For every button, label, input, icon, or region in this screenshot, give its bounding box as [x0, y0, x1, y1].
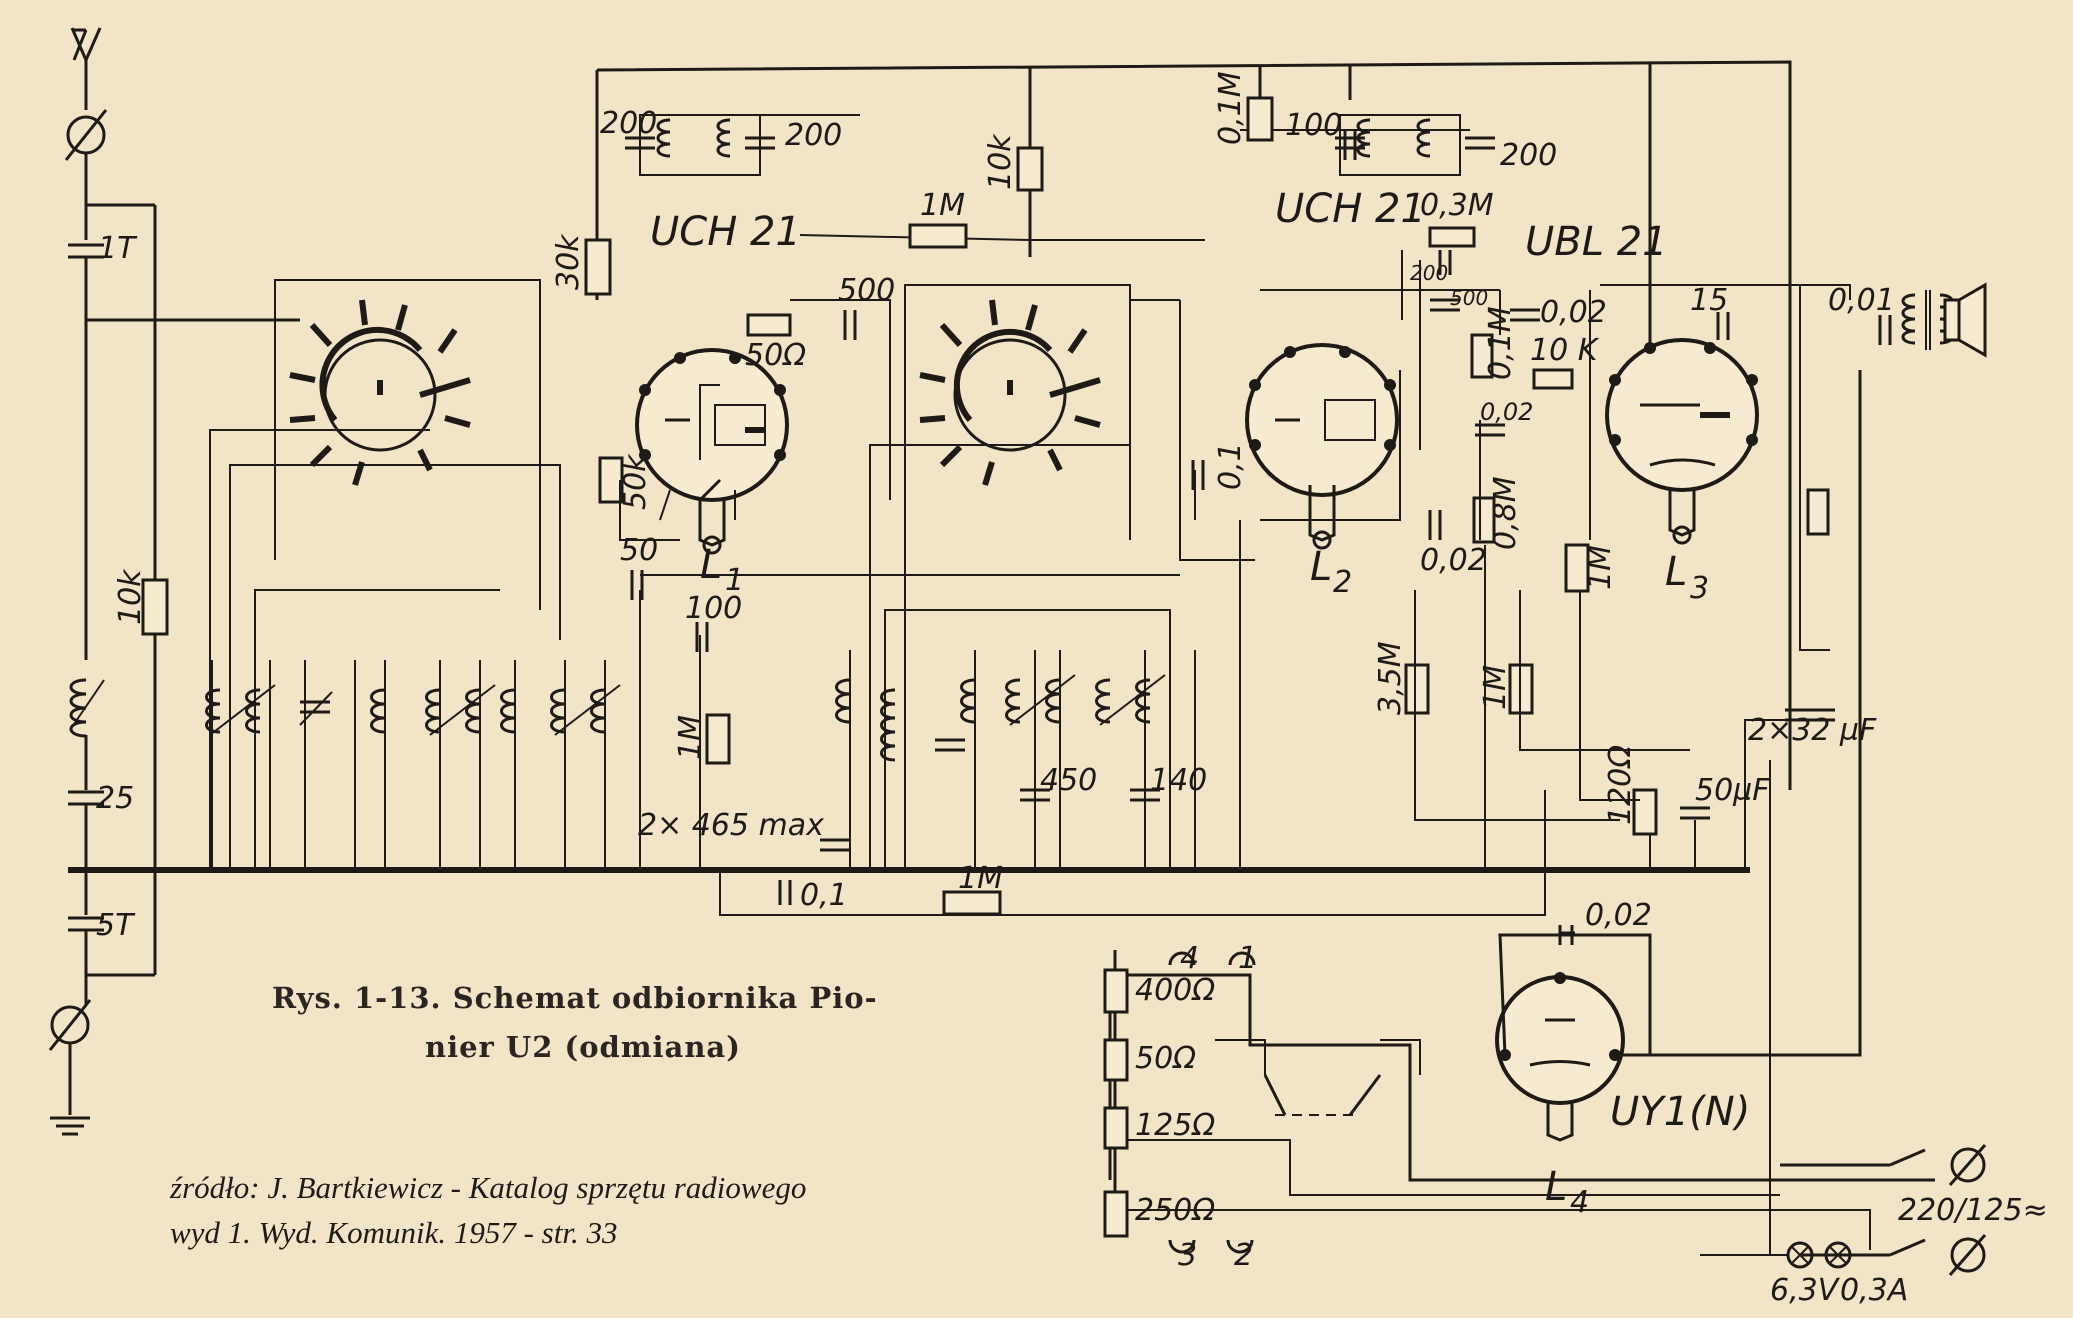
signal-wiring — [619, 250, 1790, 916]
mains-terminal-2 — [1950, 1237, 1986, 1273]
svg-text:3: 3 — [1690, 571, 1709, 606]
resistors — [584, 96, 1892, 916]
ground-icon — [50, 1116, 90, 1136]
label-c-1t: 1T — [98, 231, 138, 266]
label-r-01m-b: 0,1M — [1483, 306, 1518, 380]
label-c-50: 50 — [620, 533, 658, 568]
label-r-01m: 0,1M — [1213, 71, 1248, 145]
label-c-002-c: 0,02 — [1420, 543, 1487, 578]
label-tap-4: 4 — [1180, 941, 1199, 976]
label-c-2x32uf: 2×32 µF — [1748, 713, 1877, 748]
mains-terminal-1 — [1950, 1147, 1986, 1183]
label-tap-1: 1 — [1238, 941, 1257, 976]
label-r-1m-right: 1M — [1478, 665, 1513, 710]
label-c-200-small: 200 — [1410, 261, 1448, 285]
label-r-125: 125Ω — [1135, 1108, 1215, 1143]
label-r-10k-b: 10 K — [1530, 333, 1600, 368]
tube-label-uch21-a: UCH 21 — [650, 209, 801, 255]
label-r-35m: 3,5M — [1373, 641, 1408, 715]
source-line-1: źródło: J. Bartkiewicz - Katalog sprzętu… — [169, 1170, 806, 1205]
component-labels: Y 1T 25 5T 10k 200 200 30k 10k 1M 50Ω 50… — [96, 71, 2048, 1308]
label-r-50k: 50k — [618, 453, 653, 510]
label-c-002-a: 0,02 — [1540, 295, 1607, 330]
figure-caption: Rys. 1-13. Schemat odbiornika Pio- nier … — [272, 981, 878, 1064]
label-r-1m-mid: 1M — [673, 715, 708, 760]
label-c-5t: 5T — [96, 908, 136, 943]
antenna-section — [48, 27, 300, 1136]
tube-ubl21-l3: UBL 21 L 3 — [1525, 219, 1759, 606]
label-c-200-a: 200 — [600, 106, 657, 141]
label-r-120ohm: 120Ω — [1603, 745, 1638, 825]
caption-line-1: Rys. 1-13. Schemat odbiornika Pio- — [272, 981, 878, 1015]
label-c-200-c: 200 — [1500, 138, 1557, 173]
label-r-1m-top: 1M — [920, 188, 965, 223]
label-c-200-b: 200 — [785, 118, 842, 153]
label-lamp-a: 0,3A — [1840, 1273, 1908, 1308]
label-r-10k-antenna: 10k — [113, 568, 148, 625]
svg-text:4: 4 — [1570, 1185, 1589, 1220]
label-tap-2: 2 — [1234, 1238, 1253, 1273]
label-r-1m-l3: 1M — [1583, 545, 1618, 590]
label-c-100-top: 100 — [1285, 108, 1342, 143]
label-c-100-mid: 100 — [685, 591, 742, 626]
label-r-1m-bot: 1M — [958, 861, 1003, 896]
label-c-01-mid: 0,1 — [1213, 442, 1248, 490]
tube-uch21-l2: UCH 21 L 2 — [1245, 186, 1426, 600]
label-c-140: 140 — [1150, 763, 1207, 798]
label-c-01-bot: 0,1 — [800, 878, 848, 913]
label-r-10k-top: 10k — [983, 133, 1018, 190]
label-r-250: 250Ω — [1135, 1193, 1215, 1228]
svg-text:2: 2 — [1333, 565, 1352, 600]
label-r-30k: 30k — [551, 233, 586, 290]
if-coil-bank — [820, 650, 1196, 870]
label-lamp-v: 6,3V — [1770, 1273, 1841, 1308]
label-c-50uf: 50µF — [1695, 773, 1770, 808]
tube-label-l3: L — [1665, 549, 1687, 595]
tube-label-l2: L — [1310, 544, 1332, 590]
source-line-2: wyd 1. Wyd. Komunik. 1957 - str. 33 — [170, 1215, 618, 1250]
if-transformer-1 — [625, 114, 775, 176]
label-c-25: 25 — [96, 781, 134, 816]
label-tap-3: 3 — [1178, 1238, 1197, 1273]
label-r-50ohm: 50Ω — [745, 338, 806, 373]
speaker-icon — [1943, 282, 1987, 358]
mains-inputs — [1700, 760, 1987, 1276]
tube-uy1n-l4: UY1(N) L 4 — [1495, 972, 1750, 1220]
tube-uch21-l1: UCH 21 L 1 — [635, 209, 801, 598]
band-switch-1 — [209, 279, 561, 870]
tube-label-l1: L — [700, 542, 722, 588]
label-c-500-small: 500 — [1450, 286, 1488, 310]
label-c-002-b: 0,02 — [1480, 398, 1533, 426]
label-r-400: 400Ω — [1135, 973, 1215, 1008]
label-mains: 220/125≈ — [1898, 1193, 2048, 1228]
label-pot-08m: 0,8M — [1488, 476, 1523, 550]
tube-label-l1-sub: 1 — [725, 563, 744, 598]
caption-line-2: nier U2 (odmiana) — [425, 1030, 741, 1064]
supply-rails — [595, 60, 1851, 790]
source-note: źródło: J. Bartkiewicz - Katalog sprzętu… — [169, 1170, 806, 1250]
rf-coil-bank — [205, 660, 621, 870]
label-c-001: 0,01 — [1828, 283, 1895, 318]
label-cap-2x465: 2× 465 max — [638, 808, 824, 843]
tube-label-ubl21: UBL 21 — [1525, 219, 1668, 265]
label-r-03m: 0,3M — [1420, 188, 1494, 223]
label-c-002-rect: 0,02 — [1585, 898, 1652, 933]
label-c-450: 450 — [1040, 763, 1097, 798]
label-c-500: 500 — [838, 273, 895, 308]
band-switch-2 — [869, 284, 1171, 870]
if-transformer-2 — [1335, 114, 1495, 176]
tube-label-uch21-b: UCH 21 — [1275, 186, 1426, 232]
label-r-50: 50Ω — [1135, 1041, 1196, 1076]
tube-label-uy1n: UY1(N) — [1610, 1089, 1750, 1135]
tube-label-l4: L — [1545, 1164, 1567, 1210]
label-c-15: 15 — [1690, 283, 1728, 318]
mains-resistor-chain — [1103, 950, 1256, 1254]
